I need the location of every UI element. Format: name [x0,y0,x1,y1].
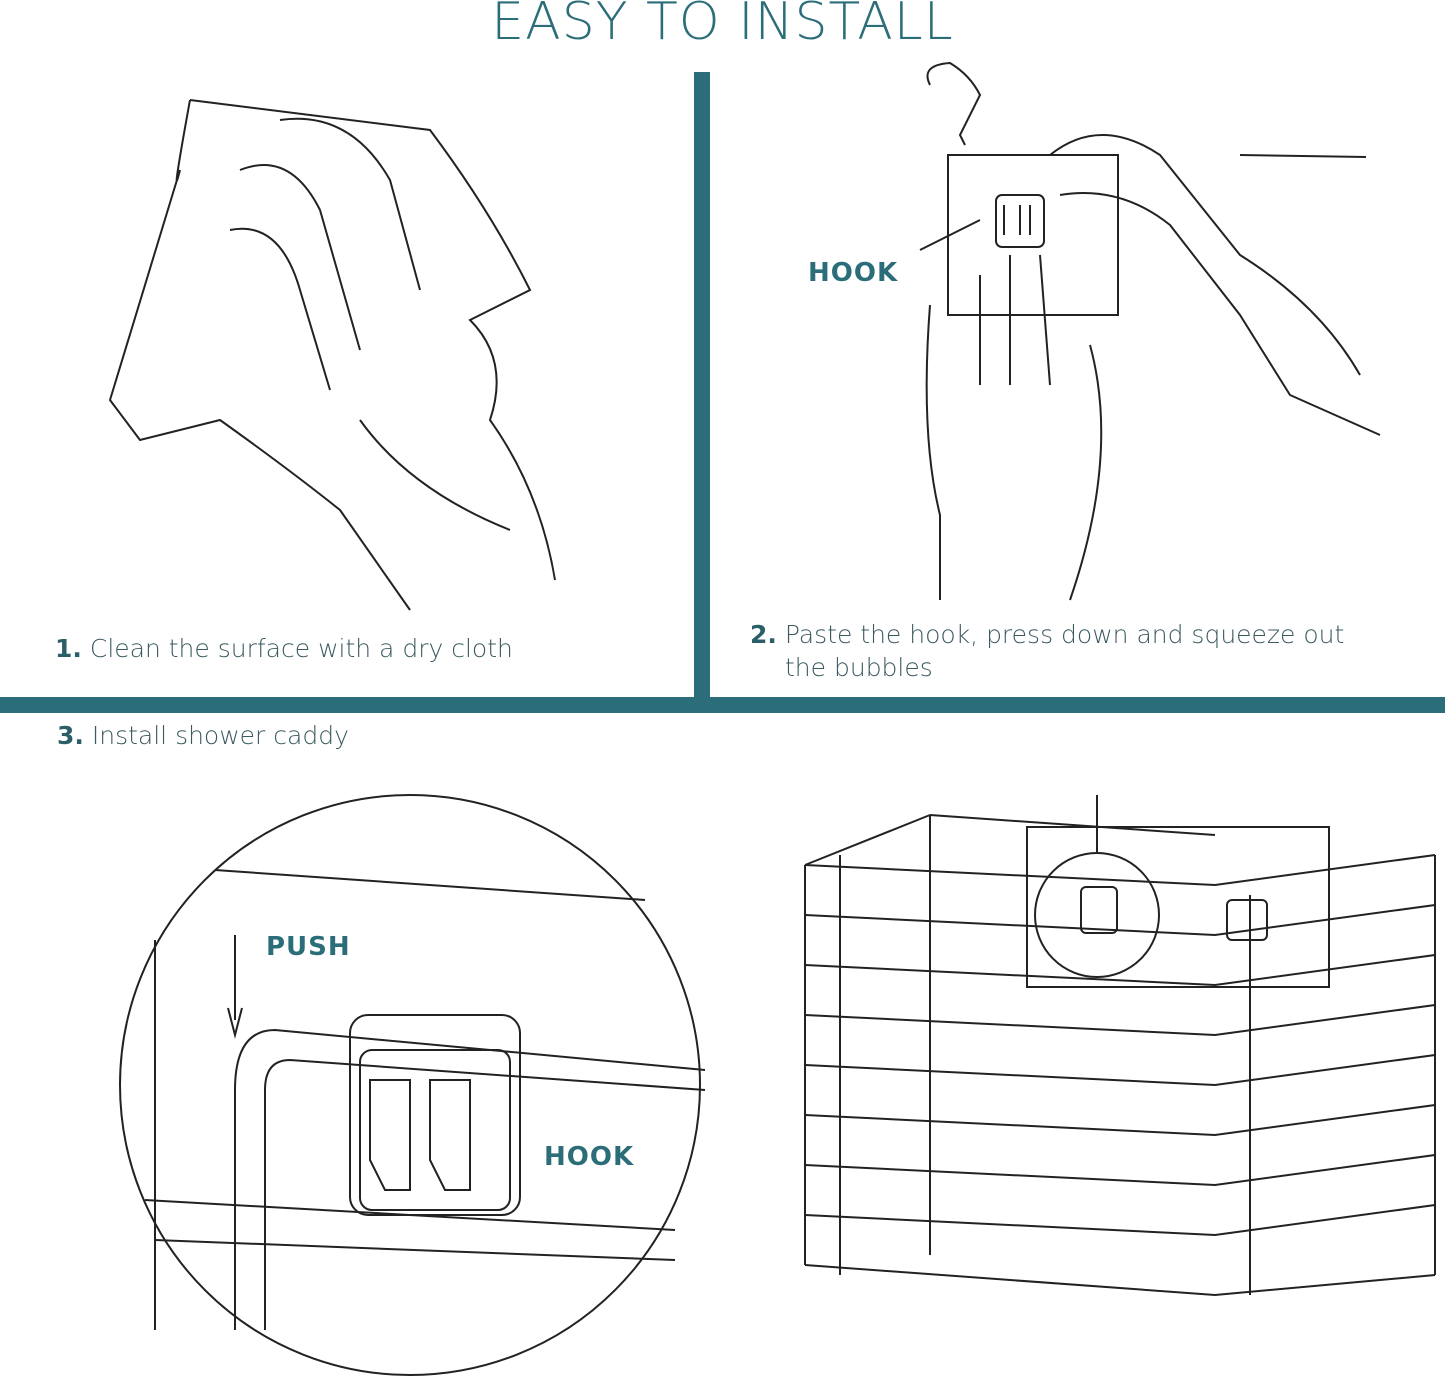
hand-press-hook-illustration [919,61,1381,601]
step-1-number: 1. [55,634,82,663]
hand-cloth-illustration [108,99,556,611]
hook-closeup-illustration [119,794,706,1376]
hook-label-bottom: HOOK [544,1142,635,1172]
hook-label-top: HOOK [808,258,899,288]
step-2-number: 2. [750,620,777,649]
page-title: EASY TO INSTALL [491,0,954,52]
shower-caddy-illustration [804,795,1436,1297]
push-label: PUSH [266,932,351,962]
step-2-caption: 2. Paste the hook, press down and squeez… [750,618,1344,684]
step-3-text: Install shower caddy [91,721,349,750]
step-2-text-line2: the bubbles [785,653,933,682]
step-1-text: Clean the surface with a dry cloth [89,634,513,663]
horizontal-divider [0,697,1445,713]
vertical-divider [694,72,710,698]
step-2-text: Paste the hook, press down and squeeze o… [784,620,1345,649]
step-1-caption: 1. Clean the surface with a dry cloth [55,634,513,663]
step-3-caption: 3. Install shower caddy [57,721,349,750]
step-3-number: 3. [57,721,84,750]
